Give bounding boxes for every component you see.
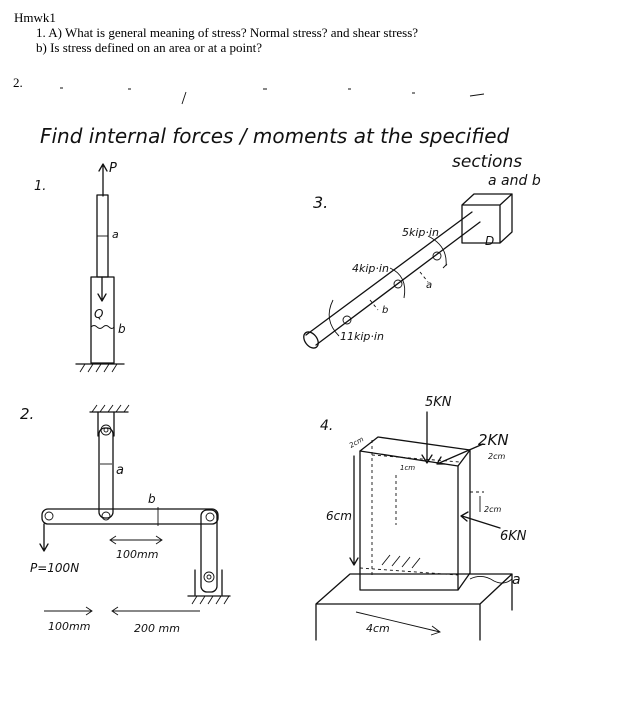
problem-2-number: 2. bbox=[20, 405, 34, 423]
problem-2-diagram: 2. a b 100mm P=100N 100mm 200 m bbox=[20, 404, 231, 635]
torque-4kip-label: 4kip·in bbox=[352, 262, 389, 275]
section-b-label: b bbox=[382, 305, 388, 316]
dimension-right-200mm: 200 mm bbox=[134, 622, 180, 635]
force-p-label: P bbox=[109, 161, 117, 176]
instructions-heading: Find internal forces / moments at the sp… bbox=[40, 124, 510, 148]
dimension-2cm-side: 2cm bbox=[484, 505, 501, 514]
support-d-label: D bbox=[485, 234, 494, 248]
question-1a: 1. A) What is general meaning of stress?… bbox=[36, 25, 419, 40]
dimension-4cm: 4cm bbox=[366, 622, 390, 635]
section-b-label: b bbox=[148, 492, 156, 506]
section-a-label: a bbox=[426, 280, 432, 291]
instructions-heading-line3: a and b bbox=[488, 173, 541, 189]
problem-4-number: 4. bbox=[320, 418, 333, 434]
dimension-6cm: 6cm bbox=[326, 509, 352, 523]
horizontal-beam bbox=[41, 508, 219, 525]
section-b-label: b bbox=[118, 322, 126, 336]
vertical-link bbox=[98, 427, 114, 519]
torque-5kip-label: 5kip·in bbox=[402, 226, 439, 239]
dimension-left-100mm: 100mm bbox=[48, 620, 90, 633]
section-a-label: a bbox=[116, 463, 124, 478]
torque-11kip-label: 11kip·in bbox=[340, 330, 384, 343]
question-1b: b) Is stress defined on an area or at a … bbox=[36, 40, 262, 55]
question-2-number: 2. bbox=[13, 75, 23, 90]
dimension-100mm: 100mm bbox=[116, 548, 158, 561]
dimension-2cm-top: 2cm bbox=[348, 435, 365, 450]
section-a-label: a bbox=[112, 228, 119, 241]
right-link bbox=[200, 509, 218, 593]
problem-1-diagram: 1. P a Q b bbox=[34, 161, 126, 373]
dimension-2cm-right: 2cm bbox=[488, 452, 505, 461]
force-6kn-label: 6KN bbox=[500, 529, 527, 544]
stray-marks bbox=[60, 87, 485, 105]
problem-1-number: 1. bbox=[34, 179, 46, 194]
problem-4-diagram: 4. 5KN 2KN 2cm 6KN 2cm 2cm 1cm 6cm 4cm bbox=[315, 395, 527, 641]
small-dimension-label: 1cm bbox=[400, 464, 415, 472]
homework-title: Hmwk1 bbox=[14, 10, 56, 25]
force-2kn-label: 2KN bbox=[478, 431, 509, 449]
force-q-label: Q bbox=[94, 307, 103, 321]
section-a-label: a bbox=[512, 572, 521, 588]
load-p-label: P=100N bbox=[30, 561, 79, 575]
problem-3-diagram: 3. D 5kip·in 4kip·in 11kip·in a b bbox=[303, 193, 513, 349]
force-5kn-label: 5KN bbox=[425, 395, 452, 410]
instructions-heading-line2: sections bbox=[452, 152, 522, 172]
problem-3-number: 3. bbox=[313, 193, 328, 212]
